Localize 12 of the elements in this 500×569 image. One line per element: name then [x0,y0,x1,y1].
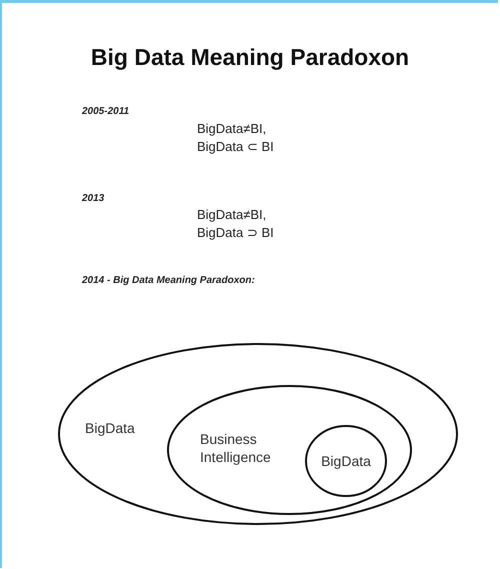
ellipse-label: BigData [85,419,136,437]
relation-formula: BigData≠BI, BigData ⊃ BI [197,206,275,242]
period-label: 2014 - Big Data Meaning Paradoxon: [82,275,256,286]
period-label: 2013 [82,193,106,204]
outer-ellipse [58,343,458,525]
title: Big Data Meaning Paradoxon [90,44,410,71]
relation-formula: BigData≠BI, BigData ⊂ BI [197,120,275,156]
period-label: 2005-2011 [82,106,130,117]
ellipse-label: BigData [320,452,372,470]
small-circle [305,425,387,497]
inner-ellipse [167,385,412,515]
ellipse-label: Business Intelligence [200,430,272,466]
